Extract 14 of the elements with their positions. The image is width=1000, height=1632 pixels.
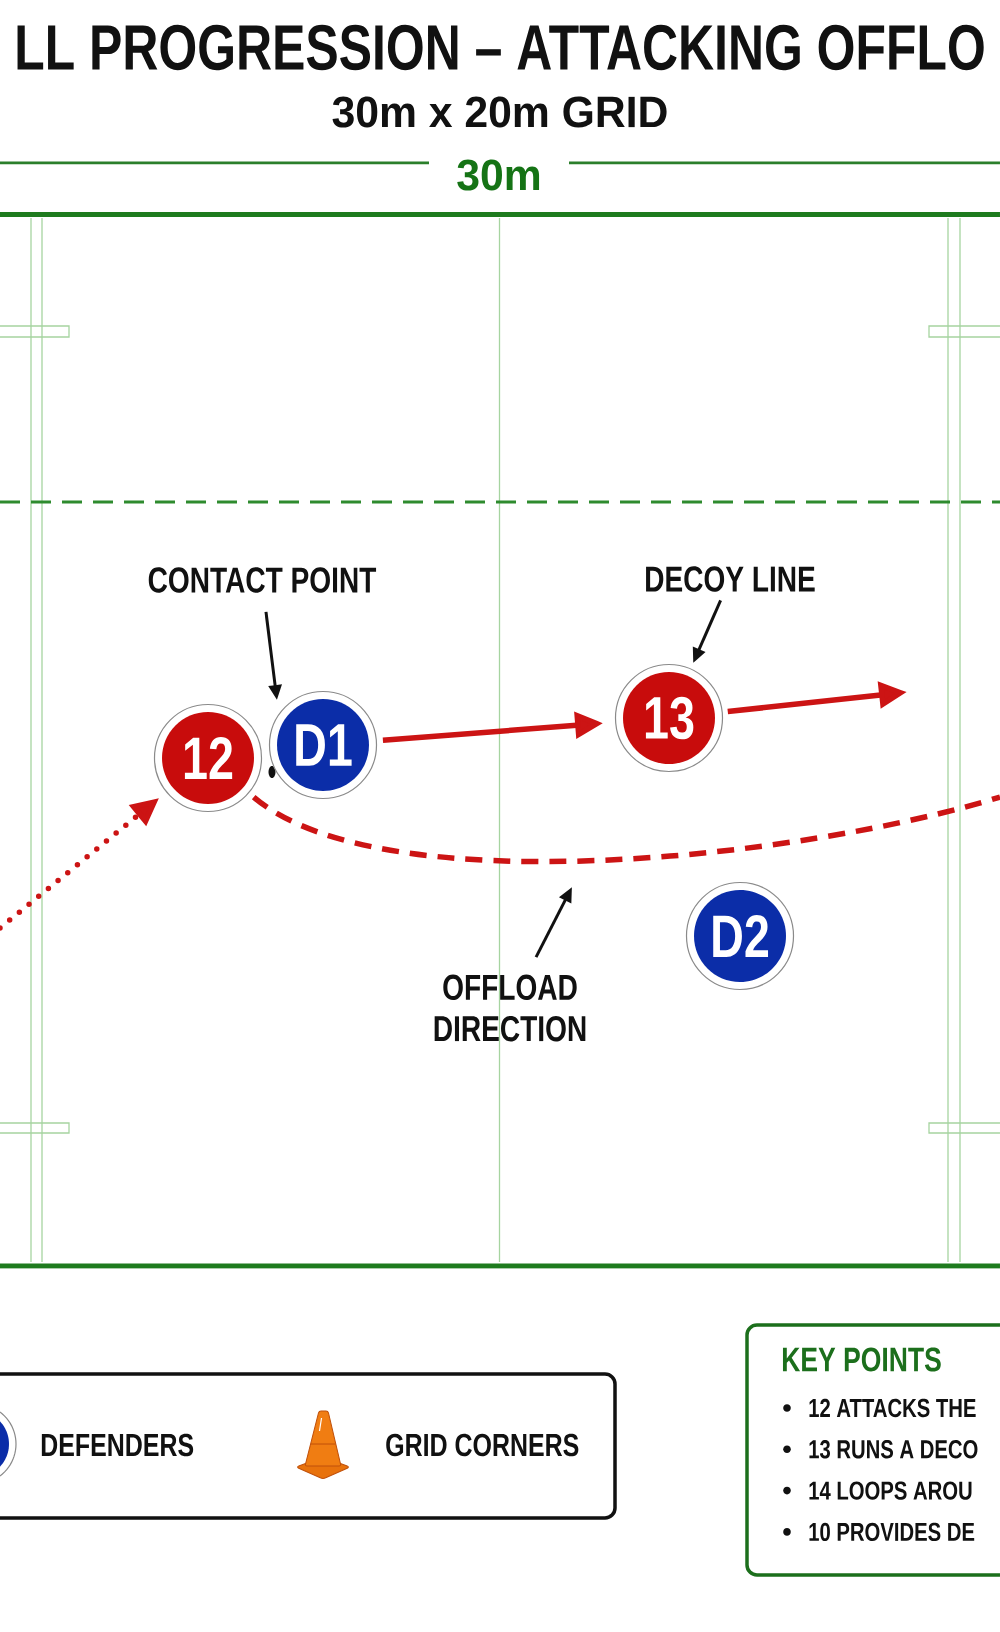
- dashed-path: [252, 794, 1000, 865]
- annotation-label: DECOY LINE: [646, 566, 815, 592]
- subtitle: 30m x 20m GRID: [332, 96, 667, 128]
- title: LL PROGRESSION – ATTACKING OFFLO: [17, 24, 984, 71]
- legend-label: DEFENDERS: [41, 1433, 194, 1457]
- legend-label: GRID CORNERS: [386, 1433, 579, 1457]
- annotation-label: CONTACT POINT: [148, 567, 377, 593]
- list-item: 13 RUNS A DECO: [809, 1440, 978, 1459]
- list-item: 10 PROVIDES DE: [809, 1522, 975, 1542]
- list-item: 14 LOOPS AROU: [809, 1481, 972, 1500]
- box-heading: KEY POINTS: [782, 1347, 941, 1372]
- list-item: 12 ATTACKS THE: [809, 1398, 976, 1418]
- annotation-label: OFFLOAD DIRECTION: [434, 974, 586, 1042]
- dimension-label: 30m: [457, 159, 540, 191]
